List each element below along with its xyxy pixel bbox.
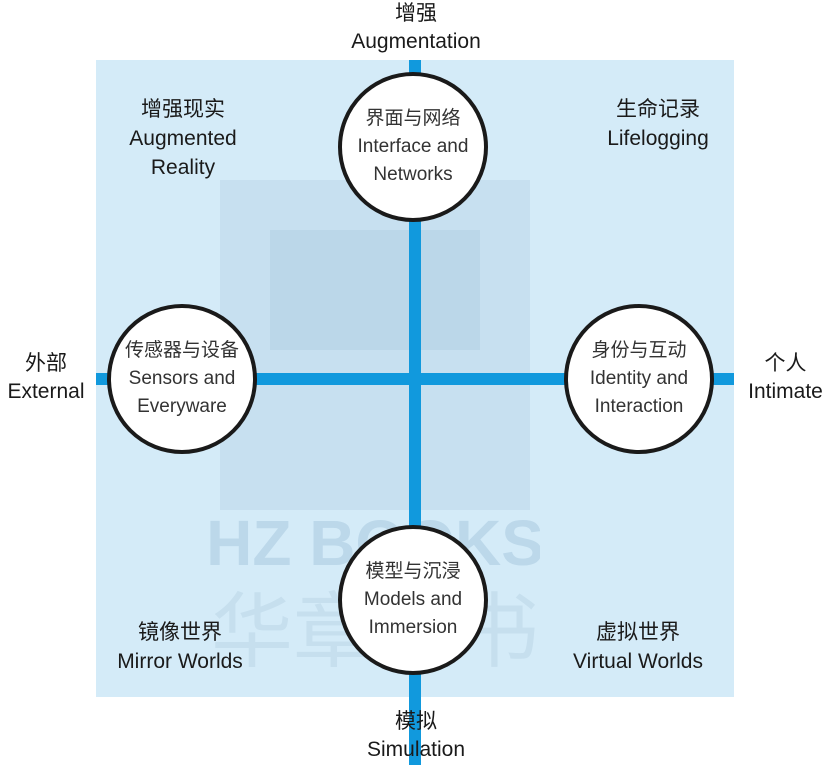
circle-left-en-2: Everyware	[137, 396, 227, 417]
quadrant-bottom-right-zh: 虚拟世界	[596, 621, 680, 644]
axis-label-bottom-en: Simulation	[366, 738, 466, 761]
circle-sensors-everyware: 传感器与设备 Sensors and Everyware	[107, 304, 257, 454]
axis-label-left-zh: 外部	[25, 352, 67, 375]
quadrant-bottom-right-en: Virtual Worlds	[573, 650, 703, 673]
quadrant-bottom-left-zh: 镜像世界	[138, 621, 222, 644]
circle-interface-networks: 界面与网络 Interface and Networks	[338, 72, 488, 222]
circle-top-zh: 界面与网络	[365, 108, 461, 129]
axis-label-left-en: External	[7, 380, 85, 403]
circle-bottom-zh: 模型与沉浸	[365, 561, 461, 582]
axis-label-bottom-zh: 模拟	[395, 710, 437, 733]
quadrant-label-mirror-worlds: 镜像世界 Mirror Worlds	[95, 618, 265, 676]
circle-top-en-1: Interface and	[357, 136, 469, 157]
circle-right-en-2: Interaction	[594, 396, 684, 417]
circle-top-en-2: Networks	[373, 164, 453, 185]
circle-bottom-en-1: Models and	[363, 589, 463, 610]
circle-identity-interaction: 身份与互动 Identity and Interaction	[564, 304, 714, 454]
axis-label-right-en: Intimate	[748, 380, 823, 403]
quadrant-top-right-en: Lifelogging	[607, 127, 709, 150]
axis-label-right-zh: 个人	[764, 352, 807, 375]
quadrant-label-augmented-reality: 增强现实 Augmented Reality	[98, 95, 268, 182]
axis-label-top: 增强 Augmentation	[316, 0, 516, 56]
quadrant-label-lifelogging: 生命记录 Lifelogging	[578, 95, 738, 153]
axis-label-right: 个人 Intimate	[740, 350, 831, 406]
circle-right-en-1: Identity and	[589, 368, 689, 389]
quadrant-bottom-left-en: Mirror Worlds	[117, 650, 243, 673]
quadrant-top-left-zh: 增强现实	[141, 98, 225, 121]
circle-right-zh: 身份与互动	[591, 340, 687, 361]
axis-label-top-en: Augmentation	[351, 30, 481, 53]
axis-label-left: 外部 External	[0, 350, 92, 406]
circle-models-immersion: 模型与沉浸 Models and Immersion	[338, 525, 488, 675]
axis-label-top-zh: 增强	[395, 2, 437, 25]
quadrant-top-left-en-1: Augmented	[129, 127, 237, 150]
quadrant-top-left-en-2: Reality	[150, 156, 216, 179]
quadrant-label-virtual-worlds: 虚拟世界 Virtual Worlds	[553, 618, 723, 676]
axis-label-bottom: 模拟 Simulation	[316, 708, 516, 764]
quadrant-top-right-zh: 生命记录	[616, 98, 700, 121]
circle-bottom-en-2: Immersion	[368, 617, 458, 638]
circle-left-en-1: Sensors and	[128, 368, 236, 389]
circle-left-zh: 传感器与设备	[124, 340, 239, 361]
